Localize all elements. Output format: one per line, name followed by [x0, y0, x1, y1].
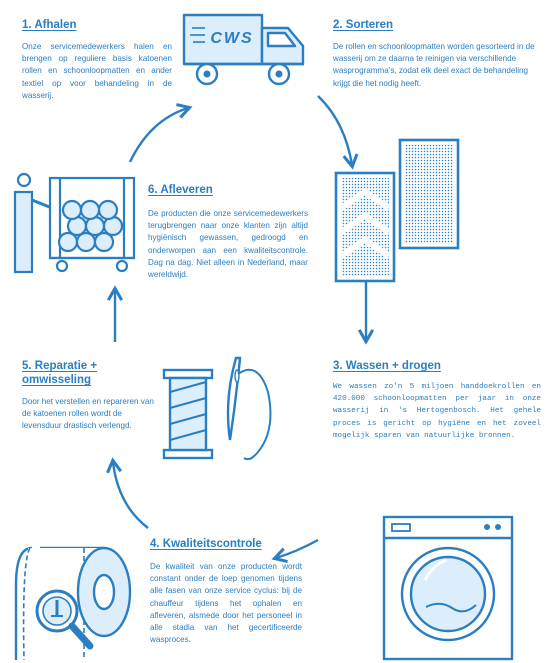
step-2-text: De rollen en schoonloopmatten worden ges… — [333, 42, 535, 88]
arrow-controle-to-reparatie — [106, 457, 149, 529]
step-1-title: 1. Afhalen — [22, 19, 77, 31]
step-6-text: De producten die onze servicemedewerkers… — [148, 209, 308, 280]
washing-machine-icon — [382, 515, 514, 661]
cart-with-rolls-icon — [13, 172, 136, 274]
step-6-title: 6. Afleveren — [148, 184, 213, 196]
step-4-text: De kwaliteit van onze producten wordt co… — [150, 562, 302, 645]
step-1-text: Onze servicemedewerkers halen en brengen… — [22, 42, 172, 100]
step-3-text: We wassen zo'n 5 miljoen handdoekrollen … — [333, 383, 541, 440]
step-5-text: Door het verstellen en repareren van de … — [22, 397, 154, 431]
step-3-title: 3. Wassen + drogen — [333, 360, 441, 372]
delivery-truck-icon — [182, 13, 305, 86]
step-5-title: 5. Reparatie + omwisseling — [22, 360, 98, 386]
step-2-title: 2. Sorteren — [333, 19, 394, 31]
thread-needle-icon — [162, 356, 272, 461]
arrow-truck-to-sorteren — [317, 95, 359, 170]
arrow-afleveren-to-afhalen — [128, 103, 193, 163]
mats-icon — [334, 138, 460, 283]
magnifier-roll-icon — [14, 546, 132, 661]
arrow-wassen-to-controle — [271, 538, 319, 564]
truck-logo: CWS — [210, 30, 253, 47]
cycle-arrows — [106, 95, 375, 564]
step-4-title: 4. Kwaliteitscontrole — [150, 538, 262, 550]
